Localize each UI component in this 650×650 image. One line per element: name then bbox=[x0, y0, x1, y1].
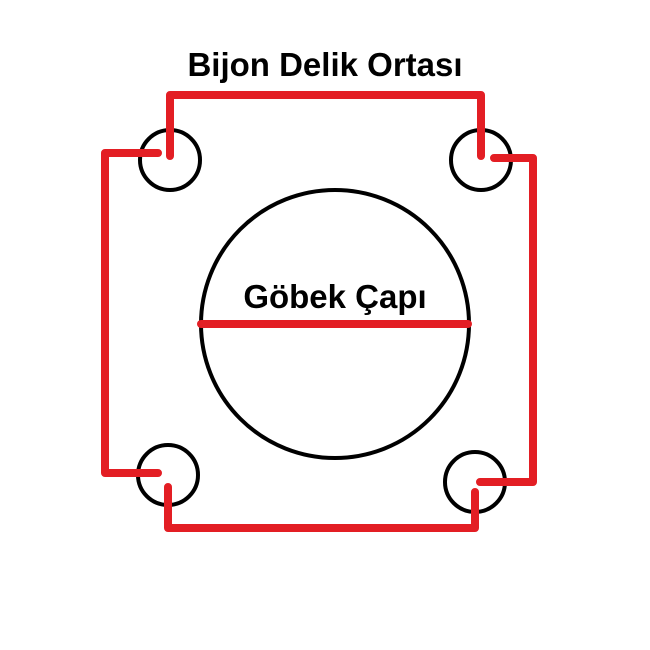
measurement-lines bbox=[101, 91, 537, 532]
top-bolt-distance-line bbox=[166, 91, 485, 160]
hub-diameter-label: Göbek Çapı bbox=[243, 278, 426, 315]
left-bolt-distance-line bbox=[101, 149, 162, 477]
right-bolt-distance-line bbox=[476, 154, 537, 486]
bottom-bolt-distance-line bbox=[164, 483, 479, 532]
bolt-hole-center-title: Bijon Delik Ortası bbox=[187, 46, 462, 83]
